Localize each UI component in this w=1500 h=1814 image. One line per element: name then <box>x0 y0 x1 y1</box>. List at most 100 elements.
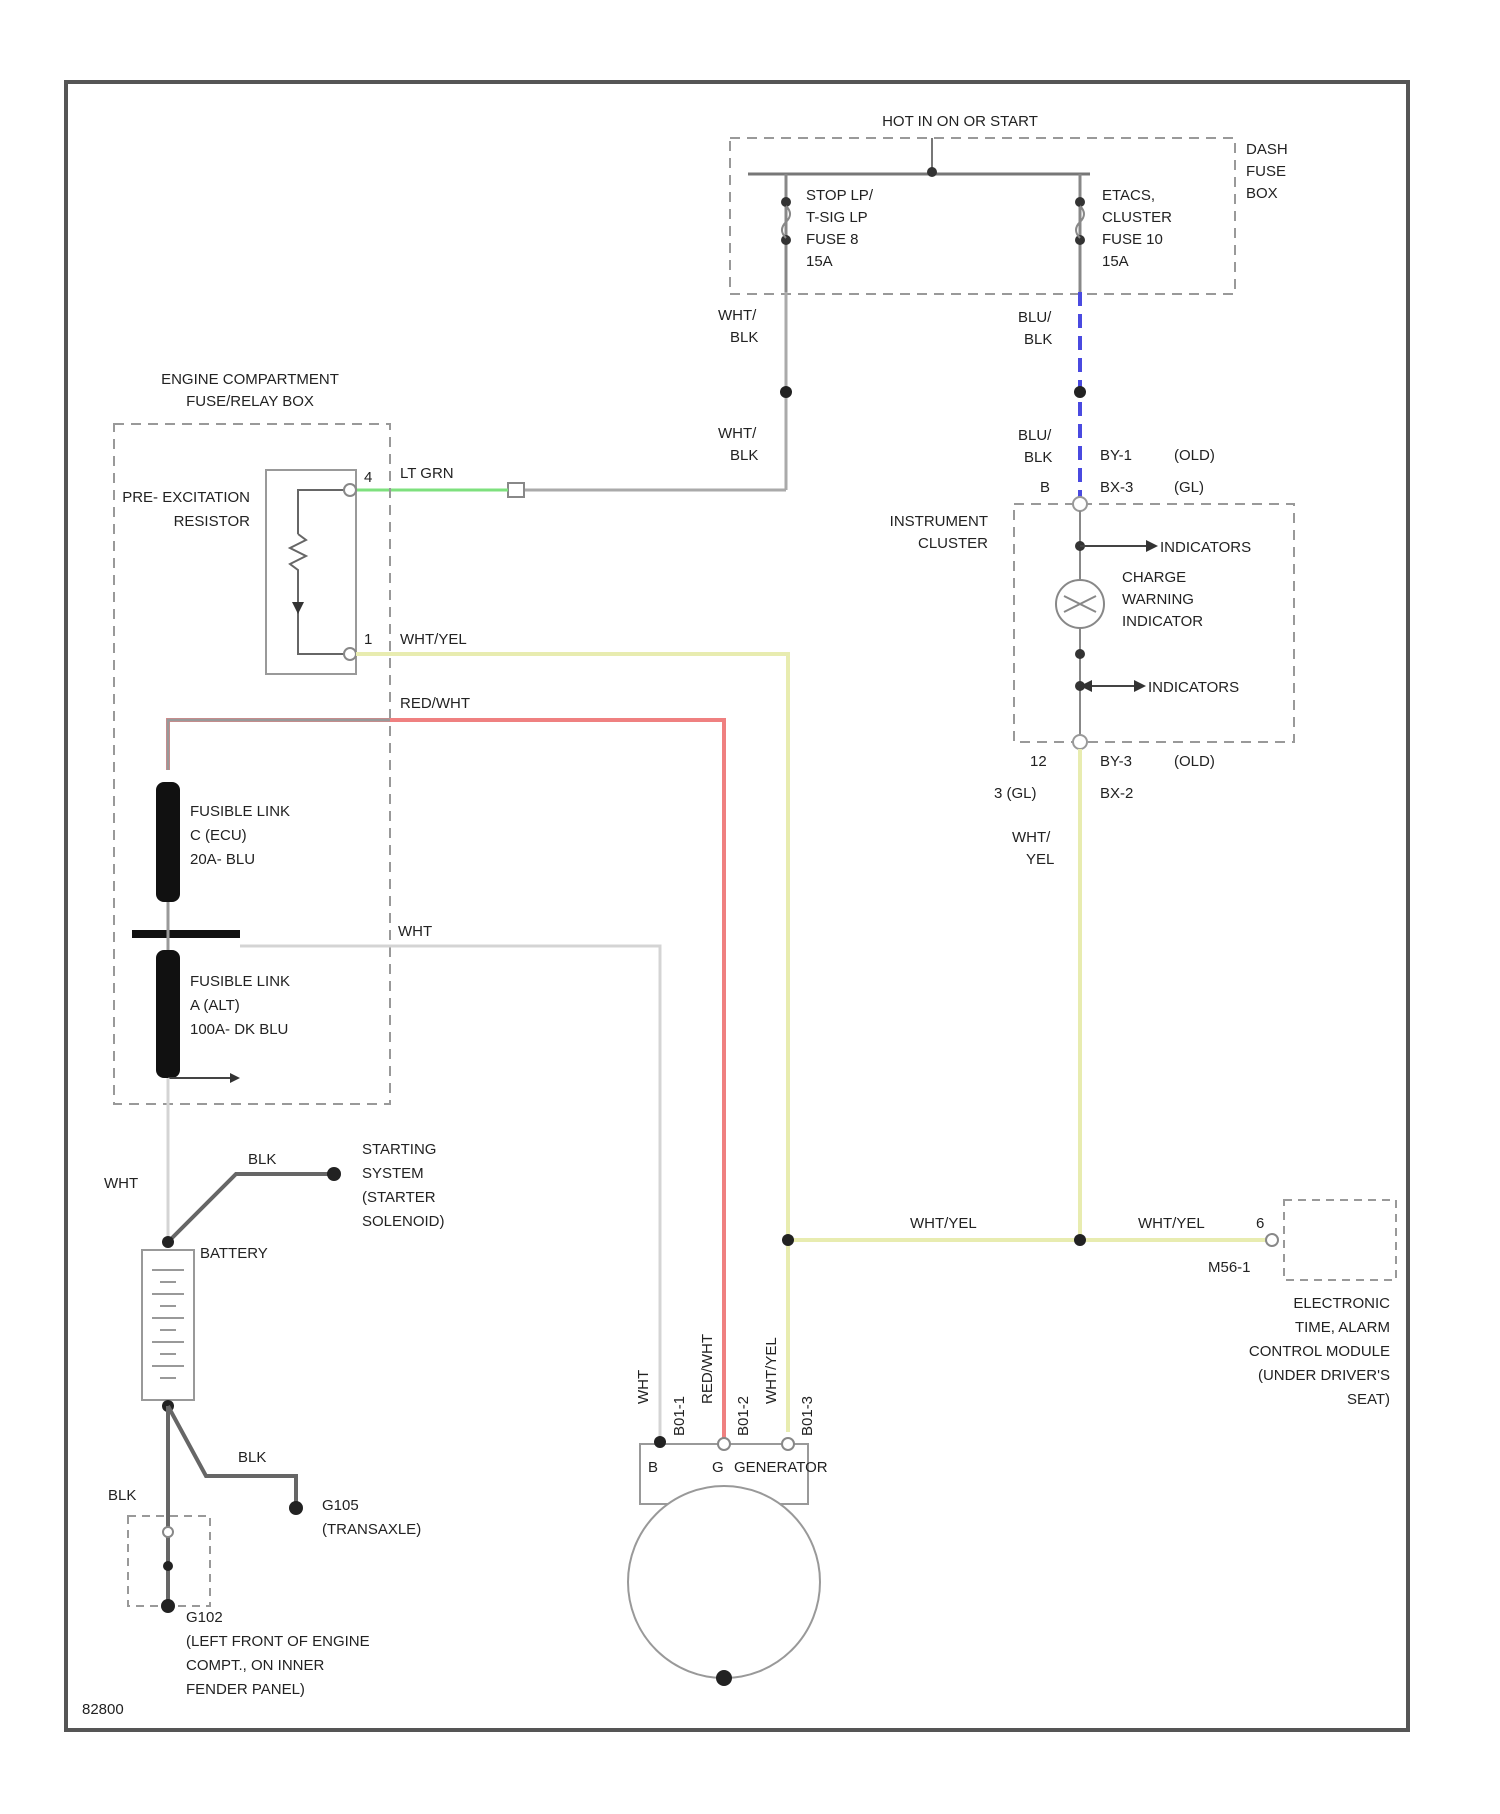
cluster-pin-by3: BY-3 <box>1100 753 1132 770</box>
fuse-cluster-label-2: CLUSTER <box>1102 209 1172 226</box>
g102-label-3: COMPT., ON INNER <box>186 1657 325 1674</box>
etacs-label-4: (UNDER DRIVER'S <box>1258 1367 1390 1384</box>
gen-pin-b011-label: B01-1 <box>671 1396 688 1436</box>
etacs-label-3: CONTROL MODULE <box>1249 1343 1390 1360</box>
cluster-connector-bottom <box>1073 735 1087 749</box>
gen-pin-b012-label: B01-2 <box>735 1396 752 1436</box>
fusible-link-a-label-2: A (ALT) <box>190 997 240 1014</box>
cluster-pin-bx3-gl: (GL) <box>1174 479 1204 496</box>
wire-blu-blk-label-2b: BLK <box>1024 449 1052 466</box>
cluster-pin-by1: BY-1 <box>1100 447 1132 464</box>
fuse-cluster-label-3: FUSE 10 <box>1102 231 1163 248</box>
wire-wht-yel-stack-1: WHT/ <box>1012 829 1051 846</box>
battery-cells <box>152 1270 184 1378</box>
wire-wht-blk-label-1a: WHT/ <box>718 307 757 324</box>
g102-pin-1 <box>163 1527 173 1537</box>
wire-blk-label-g102: BLK <box>108 1487 136 1504</box>
starter-terminal <box>327 1167 341 1181</box>
gen-terminal-b <box>654 1436 666 1448</box>
fuse-stop-label-3: FUSE 8 <box>806 231 859 248</box>
fusible-link-c-label-1: FUSIBLE LINK <box>190 803 290 820</box>
pre-exc-resistor-circuit <box>290 490 346 654</box>
g102-label-4: FENDER PANEL) <box>186 1681 305 1698</box>
battery-pos-terminal <box>162 1236 174 1248</box>
fuse-stop-label-1: STOP LP/ <box>806 187 874 204</box>
engine-box-label-2: FUSE/RELAY BOX <box>186 393 314 410</box>
dash-fuse-box-label-3: BOX <box>1246 185 1278 202</box>
etacs-connector-label: M56-1 <box>1208 1259 1251 1276</box>
resistor-pin-1 <box>344 648 356 660</box>
wht-yel-splice-left <box>782 1234 794 1246</box>
gen-wire-wht-yel-label: WHT/YEL <box>763 1337 780 1404</box>
wire-wht-yel-label-trunk-2: WHT/YEL <box>1138 1215 1205 1232</box>
wire-lt-grn-label: LT GRN <box>400 465 454 482</box>
wire-blu-blk-label-1b: BLK <box>1024 331 1052 348</box>
resistor-arrowhead <box>292 602 304 614</box>
wire-blk-label-g105: BLK <box>238 1449 266 1466</box>
wire-wht-yel-stack-2: YEL <box>1026 851 1054 868</box>
etacs-label-2: TIME, ALARM <box>1295 1319 1390 1336</box>
charge-warning-label-2: WARNING <box>1122 591 1194 608</box>
starting-system-label-3: (STARTER <box>362 1189 436 1206</box>
generator <box>628 1444 820 1686</box>
wire-wht-label-bus: WHT <box>398 923 432 940</box>
g105-ground <box>289 1501 303 1515</box>
gen-terminal-yel <box>782 1438 794 1450</box>
connector-lt-grn <box>508 483 524 497</box>
engine-box-label-1: ENGINE COMPARTMENT <box>161 371 339 388</box>
battery-label: BATTERY <box>200 1245 268 1262</box>
wire-wht-yel-label-trunk-1: WHT/YEL <box>910 1215 977 1232</box>
resistor-pin-4-label: 4 <box>364 469 372 486</box>
gen-pin-b013-label: B01-3 <box>799 1396 816 1436</box>
fuse-cluster-label-1: ETACS, <box>1102 187 1155 204</box>
fuse-cluster-label-4: 15A <box>1102 253 1129 270</box>
lamp-lower-node <box>1075 649 1085 659</box>
etacs-connector <box>1266 1234 1278 1246</box>
cluster-pin-by1-old: (OLD) <box>1174 447 1215 464</box>
wire-wht-yel-label-resistor: WHT/YEL <box>400 631 467 648</box>
wire-blu-blk-label-2a: BLU/ <box>1018 427 1052 444</box>
fuse-stop-lamp: STOP LP/ T-SIG LP FUSE 8 15A <box>781 174 874 292</box>
fusible-link-c-label-2: C (ECU) <box>190 827 247 844</box>
starting-system-label-1: STARTING <box>362 1141 436 1158</box>
starting-system-label-4: SOLENOID) <box>362 1213 445 1230</box>
generator-label: GENERATOR <box>734 1459 828 1476</box>
charge-warning-label-1: CHARGE <box>1122 569 1186 586</box>
pre-exc-resistor-housing <box>266 470 356 674</box>
gen-terminal-b-label: B <box>648 1459 658 1476</box>
etacs-label-5: SEAT) <box>1347 1391 1390 1408</box>
g102-ground <box>161 1599 175 1613</box>
fusible-link-c-body <box>156 782 180 902</box>
cluster-pin-bx2: BX-2 <box>1100 785 1133 802</box>
cluster-pin-3-gl: 3 (GL) <box>994 785 1037 802</box>
gen-wire-red-wht-label: RED/WHT <box>699 1334 716 1404</box>
pre-exc-resistor-label-1: PRE- EXCITATION <box>122 489 250 506</box>
etacs-module-box <box>1284 1200 1396 1280</box>
dash-fuse-box-label-1: DASH <box>1246 141 1288 158</box>
cluster-connector-top <box>1073 497 1087 511</box>
wire-red-wht-label: RED/WHT <box>400 695 470 712</box>
wire-wht-blk-label-1b: BLK <box>730 329 758 346</box>
wire-red-wht <box>168 720 724 1440</box>
wire-blk-label-starter: BLK <box>248 1151 276 1168</box>
fuse-cluster: ETACS, CLUSTER FUSE 10 15A <box>1075 174 1172 292</box>
bus-splice <box>927 167 937 177</box>
blu-blk-splice <box>1074 386 1086 398</box>
etacs-label-1: ELECTRONIC <box>1293 1295 1390 1312</box>
pre-exc-resistor-label-2: RESISTOR <box>174 513 251 530</box>
wire-wht-gen-b <box>240 946 660 1440</box>
fusible-link-a-label-3: 100A- DK BLU <box>190 1021 288 1038</box>
charge-warning-label-3: INDICATOR <box>1122 613 1203 630</box>
fusible-link-a-arrowhead <box>230 1073 240 1083</box>
wire-blk-starter <box>168 1174 334 1242</box>
g105-label-1: G105 <box>322 1497 359 1514</box>
wht-yel-splice-right <box>1074 1234 1086 1246</box>
indicators-top-arrowhead <box>1146 540 1158 552</box>
fusible-link-a-body <box>156 950 180 1078</box>
fusible-link-a-label-1: FUSIBLE LINK <box>190 973 290 990</box>
cluster-pin-b: B <box>1040 479 1050 496</box>
engine-fuse-relay-box <box>114 424 390 1104</box>
indicators-top-label: INDICATORS <box>1160 539 1251 556</box>
indicators-bottom-arrowhead-2 <box>1134 680 1146 692</box>
fusible-link-c-label-3: 20A- BLU <box>190 851 255 868</box>
